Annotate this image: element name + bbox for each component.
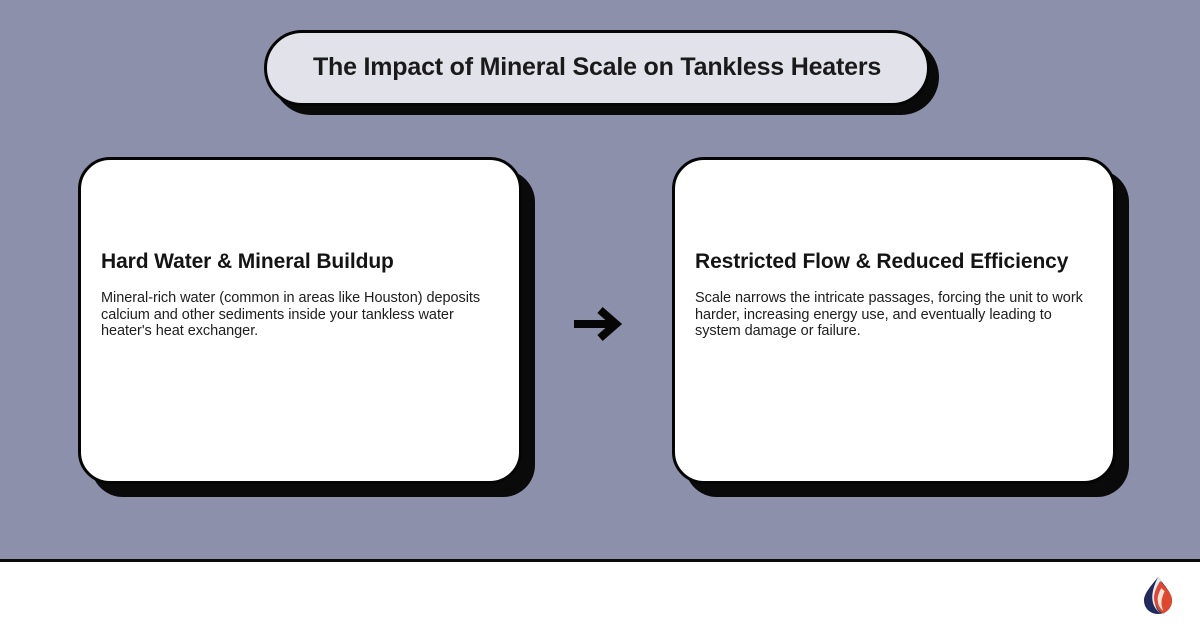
card-heading: Hard Water & Mineral Buildup <box>101 250 394 274</box>
page-title: The Impact of Mineral Scale on Tankless … <box>312 53 882 82</box>
footer-bar <box>0 562 1200 630</box>
arrow-right-icon <box>566 300 630 348</box>
title-banner: The Impact of Mineral Scale on Tankless … <box>264 30 930 106</box>
info-card-restricted-flow: Restricted Flow & Reduced Efficiency Sca… <box>672 157 1116 484</box>
flame-droplet-logo-icon <box>1134 572 1182 620</box>
card-content: Restricted Flow & Reduced Efficiency Sca… <box>695 249 1093 340</box>
card-content: Hard Water & Mineral Buildup Mineral-ric… <box>101 249 499 340</box>
card-body-text: Mineral-rich water (common in areas like… <box>101 290 481 340</box>
footer-divider <box>0 559 1200 562</box>
card-body-text: Scale narrows the intricate passages, fo… <box>695 290 1083 340</box>
card-heading: Restricted Flow & Reduced Efficiency <box>695 250 1069 274</box>
info-card-hard-water: Hard Water & Mineral Buildup Mineral-ric… <box>78 157 522 484</box>
